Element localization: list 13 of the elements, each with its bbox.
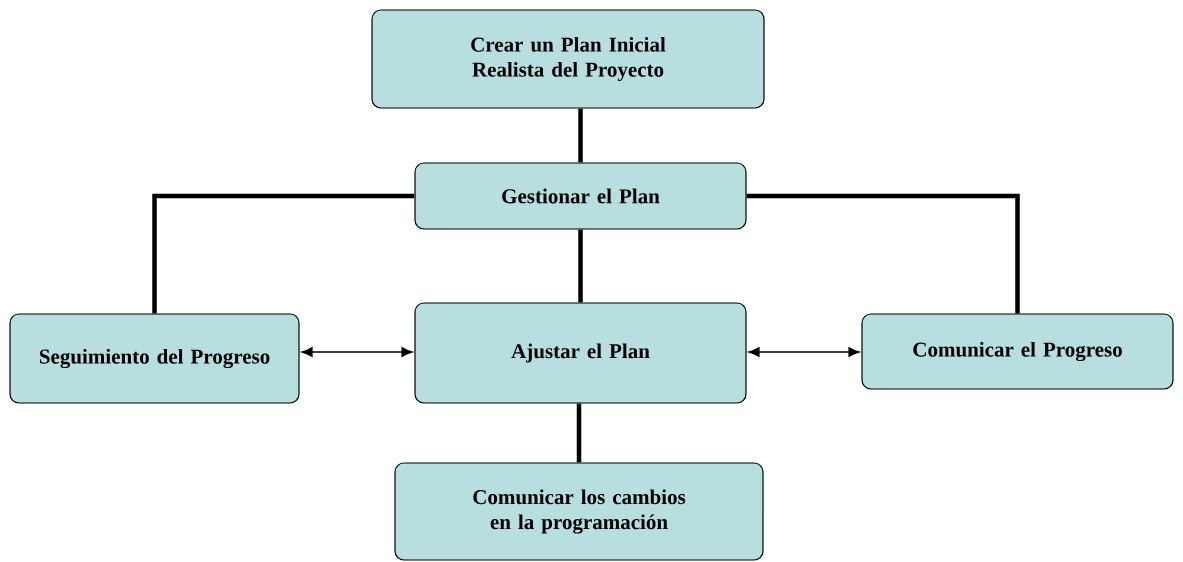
process-box: Ajustar el Plan [414, 302, 747, 404]
connector [301, 347, 413, 357]
process-box: Seguimiento del Progreso [9, 313, 300, 404]
connector [578, 108, 583, 163]
connector [746, 193, 1020, 314]
connector [748, 347, 860, 357]
connector [152, 193, 415, 314]
process-box: Gestionar el Plan [414, 162, 747, 230]
process-box: Crear un Plan Inicial Realista del Proyecto [371, 9, 765, 109]
process-box: Comunicar los cambios en la programación [394, 462, 764, 561]
process-box: Comunicar el Progreso [861, 313, 1174, 390]
connector [576, 403, 582, 463]
connector [578, 229, 583, 303]
